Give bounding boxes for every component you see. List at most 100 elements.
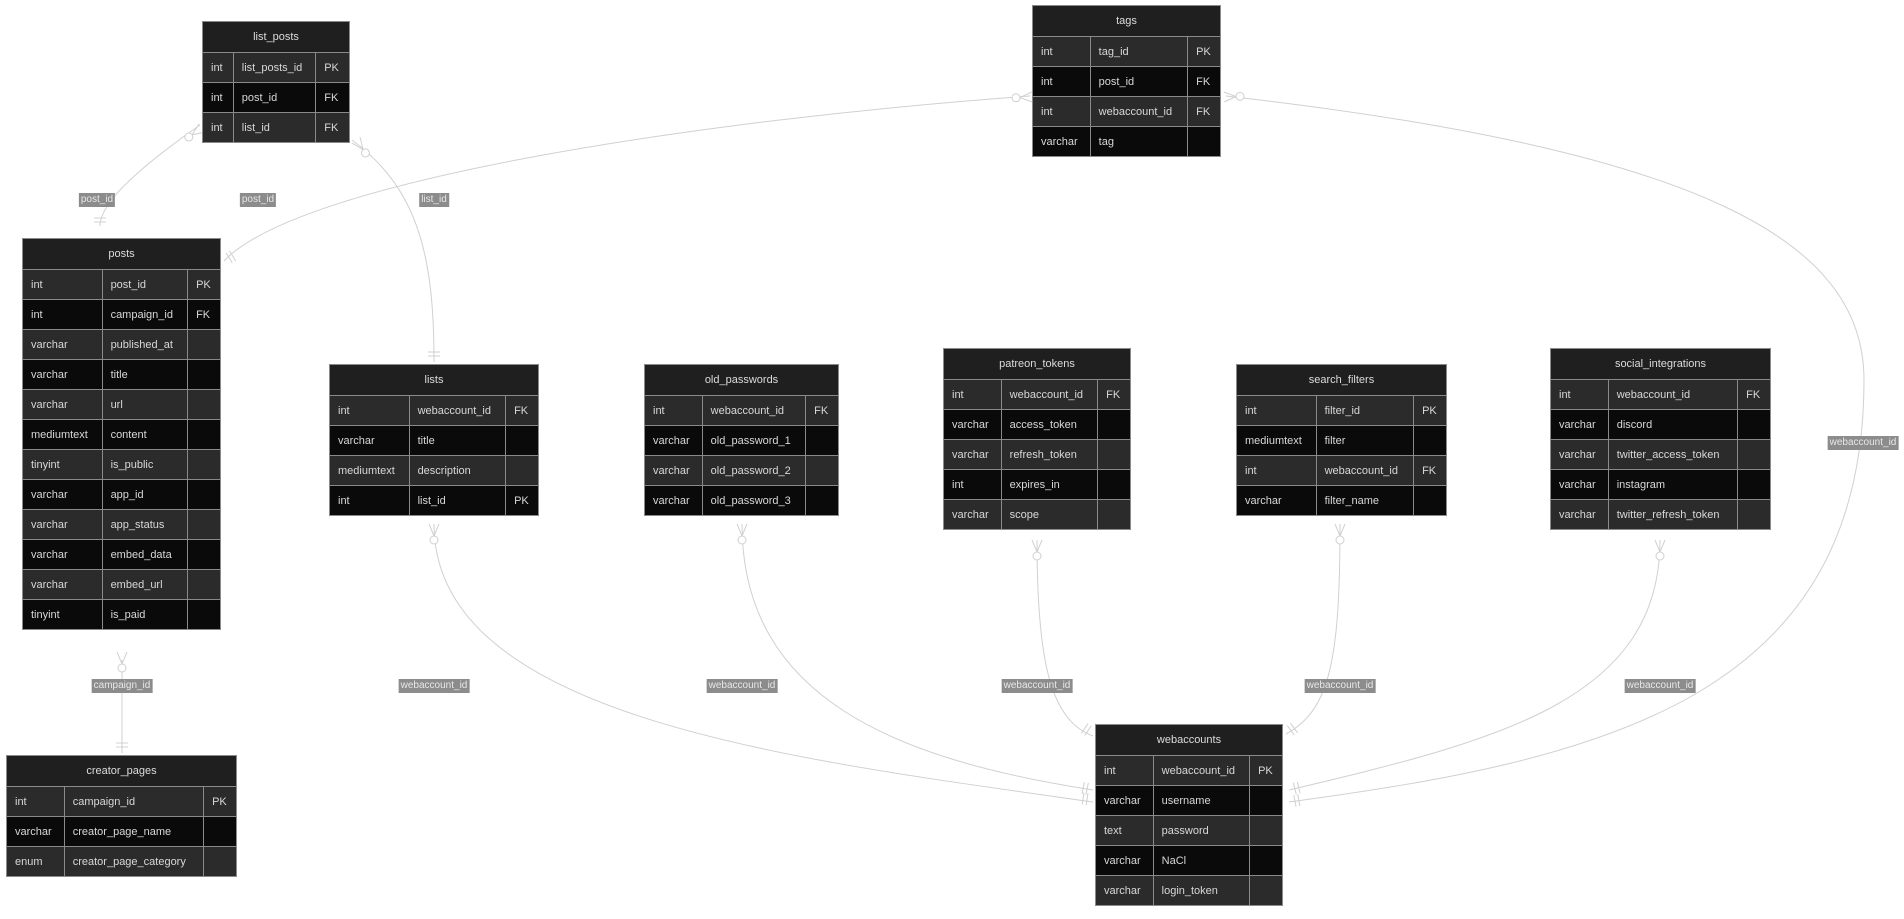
entity-title: posts	[22, 238, 221, 270]
entity-title: webaccounts	[1095, 724, 1283, 756]
field-name: filter	[1315, 425, 1415, 456]
field-type: varchar	[1550, 409, 1609, 440]
field-name: filter_name	[1315, 485, 1415, 516]
field-key: PK	[1413, 395, 1447, 426]
field-type: varchar	[644, 455, 703, 486]
field-type: varchar	[1550, 469, 1609, 500]
field-key	[1097, 439, 1131, 470]
cardinality-one-mark	[229, 250, 237, 262]
field-key	[1097, 409, 1131, 440]
cardinality-many-mark	[1223, 91, 1238, 103]
field-key	[1097, 499, 1131, 530]
cardinality-zero-mark	[429, 535, 439, 545]
field-key	[187, 479, 221, 510]
field-type: varchar	[22, 479, 103, 510]
field-name: tag_id	[1089, 36, 1189, 67]
field-key	[187, 449, 221, 480]
field-name: post_id	[1089, 66, 1189, 97]
field-key	[505, 425, 539, 456]
relationship-label: webaccount_id	[1624, 679, 1696, 693]
relationship-line-webaccounts-social-integrations	[1288, 539, 1661, 791]
cardinality-zero-mark	[1655, 551, 1665, 561]
field-key	[187, 509, 221, 540]
field-type: varchar	[943, 439, 1002, 470]
field-key	[187, 419, 221, 450]
field-type: int	[22, 269, 103, 300]
field-key: FK	[1187, 66, 1221, 97]
relationship-line-posts-tags	[223, 95, 1031, 262]
field-type: int	[1032, 36, 1091, 67]
field-key	[1413, 425, 1447, 456]
relationship-label: post_id	[78, 193, 116, 207]
cardinality-one-mark	[1085, 793, 1089, 806]
field-name: discord	[1607, 409, 1739, 440]
field-type: int	[1236, 395, 1317, 426]
cardinality-one-mark	[1292, 782, 1297, 795]
cardinality-many-mark	[1018, 91, 1033, 103]
cardinality-one-mark	[1080, 723, 1089, 734]
entity-title: lists	[329, 364, 539, 396]
field-key: PK	[203, 786, 237, 817]
entity-title: social_integrations	[1550, 348, 1771, 380]
relationship-label: campaign_id	[91, 679, 153, 693]
field-type: varchar	[22, 329, 103, 360]
field-name: webaccount_id	[408, 395, 507, 426]
field-name: title	[408, 425, 507, 456]
field-type: int	[202, 82, 234, 113]
field-name: password	[1152, 815, 1251, 846]
field-type: int	[22, 299, 103, 330]
field-name: webaccount_id	[1607, 379, 1739, 410]
field-name: title	[101, 359, 189, 390]
cardinality-zero-mark	[1011, 93, 1021, 103]
field-name: twitter_access_token	[1607, 439, 1739, 470]
entity-title: list_posts	[202, 21, 350, 53]
cardinality-one-mark	[1081, 792, 1085, 805]
field-key	[805, 485, 839, 516]
field-key: FK	[187, 299, 221, 330]
relationship-label: webaccount_id	[1001, 679, 1073, 693]
field-name: expires_in	[1000, 469, 1099, 500]
field-name: scope	[1000, 499, 1099, 530]
field-key	[505, 455, 539, 486]
field-key	[1249, 815, 1283, 846]
field-type: int	[1095, 755, 1154, 786]
field-name: is_paid	[101, 599, 189, 630]
cardinality-zero-mark	[360, 148, 370, 158]
field-type: int	[202, 112, 234, 143]
field-name: webaccount_id	[1152, 755, 1251, 786]
field-name: campaign_id	[63, 786, 205, 817]
relationship-line-webaccounts-tags	[1225, 95, 1865, 803]
field-name: embed_url	[101, 569, 189, 600]
relationship-label: webaccount_id	[1827, 436, 1899, 450]
field-key	[1187, 126, 1221, 157]
field-key	[1097, 469, 1131, 500]
field-type: varchar	[1550, 439, 1609, 470]
field-name: list_posts_id	[232, 52, 317, 83]
field-key: PK	[1187, 36, 1221, 67]
field-type: varchar	[329, 425, 410, 456]
field-type: varchar	[644, 485, 703, 516]
field-type: int	[329, 485, 410, 516]
